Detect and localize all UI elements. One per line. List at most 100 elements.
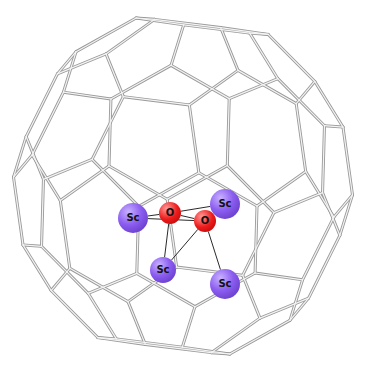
cage-bond-highlight xyxy=(63,92,110,99)
cage-bond-highlight xyxy=(92,159,139,206)
cage-bond-highlight xyxy=(250,33,269,34)
cage-bond-highlight xyxy=(26,74,57,137)
cage-bond xyxy=(255,206,257,273)
cage-bond xyxy=(98,338,117,339)
cage-bond-highlight xyxy=(211,318,260,353)
cage-bond-highlight xyxy=(63,52,76,93)
cage-bond-highlight xyxy=(334,195,353,217)
cage-bond-highlight xyxy=(303,217,334,280)
cage-bond xyxy=(343,127,353,195)
cage-bond-highlight xyxy=(296,104,306,172)
atom-label: Sc xyxy=(218,199,231,209)
cage-bond xyxy=(92,97,123,160)
bond-line xyxy=(171,229,197,260)
cage-bond-highlight xyxy=(221,28,238,71)
cage-bond xyxy=(23,245,42,246)
cage-bond xyxy=(221,28,238,71)
cage-bond-highlight xyxy=(227,99,229,166)
cage-bond-highlight xyxy=(274,193,323,213)
cage-bond-highlight xyxy=(14,137,27,178)
cage-bond-highlight xyxy=(109,99,111,166)
cage-bond-highlight xyxy=(260,298,309,318)
cage-bond xyxy=(296,104,306,172)
cage-bond-highlight xyxy=(106,54,123,97)
cage-bond xyxy=(227,99,229,166)
cage-bond xyxy=(60,166,109,201)
cage-bond xyxy=(106,54,123,97)
cage-bond xyxy=(111,65,171,99)
cage-bond-highlight xyxy=(268,34,315,81)
cage-bond xyxy=(76,18,136,52)
cage-bond xyxy=(184,25,250,33)
cage-bond-highlight xyxy=(98,338,145,345)
cage-bond-highlight xyxy=(14,177,24,245)
cage-bond-highlight xyxy=(145,344,211,352)
cage-bond-highlight xyxy=(323,193,340,236)
cage-bond xyxy=(290,280,303,321)
cage-bond xyxy=(43,159,92,179)
cage-bond-highlight xyxy=(184,25,250,33)
cage-bond xyxy=(109,99,111,166)
cage-bond-highlight xyxy=(230,320,290,354)
cage-bond xyxy=(243,275,260,318)
cage-bond xyxy=(109,166,167,199)
cage-bond-highlight xyxy=(255,273,302,280)
cage-bond xyxy=(26,137,43,180)
atom-label: O xyxy=(201,216,210,226)
cage-bond-highlight xyxy=(136,18,183,25)
cage-bond xyxy=(60,201,70,269)
cage-bond-highlight xyxy=(309,235,340,298)
cage-bond-highlight xyxy=(155,19,221,27)
cage-bond-highlight xyxy=(189,70,238,105)
cage-bond xyxy=(32,92,63,155)
cage-bond xyxy=(182,347,229,354)
cage-bond-highlight xyxy=(42,246,89,293)
bond-line xyxy=(181,215,195,218)
cage-bond xyxy=(274,193,323,213)
cage-bond xyxy=(260,298,309,318)
bond-line xyxy=(148,214,159,216)
cage-bond-highlight xyxy=(57,54,106,74)
cage-bond xyxy=(106,19,155,54)
cage-bond-highlight xyxy=(221,28,268,35)
bond-line xyxy=(208,231,220,269)
bond-line xyxy=(165,224,169,257)
cage-bond-highlight xyxy=(189,105,199,173)
cage-bond-highlight xyxy=(42,179,44,246)
cage-bond-highlight xyxy=(60,166,109,201)
cage-bond-highlight xyxy=(171,65,229,98)
cage-bond-highlight xyxy=(60,201,70,269)
cage-bond-highlight xyxy=(51,291,98,338)
cage-bond xyxy=(14,137,27,178)
cage-bond xyxy=(323,126,325,193)
cage-bond-highlight xyxy=(43,159,92,179)
cage-bond-highlight xyxy=(278,79,325,126)
cage-bond-highlight xyxy=(340,195,353,236)
cage-bond xyxy=(257,171,306,206)
scandium-atom: Sc xyxy=(118,203,148,233)
cage-bond-highlight xyxy=(111,65,171,99)
cage-bond xyxy=(323,193,340,236)
cage-bond xyxy=(136,18,183,25)
cage-bond xyxy=(243,213,274,276)
cage-bond xyxy=(189,70,238,105)
cage-bond xyxy=(230,320,290,354)
atom-label: Sc xyxy=(156,265,169,275)
cage-bond xyxy=(189,105,199,173)
atom-label: Sc xyxy=(218,279,231,289)
cage-bond-highlight xyxy=(109,166,167,199)
cage-bond-highlight xyxy=(98,338,117,339)
cage-bond-highlight xyxy=(343,127,353,195)
cage-bond xyxy=(14,177,24,245)
scandium-atom: Sc xyxy=(150,257,176,283)
cage-bond xyxy=(116,339,182,347)
cage-bond-highlight xyxy=(123,97,189,105)
cage-bond xyxy=(250,33,269,34)
cage-bond xyxy=(57,54,106,74)
cage-bond xyxy=(182,307,195,348)
cage-bond-highlight xyxy=(128,302,145,345)
cage-bond xyxy=(324,126,343,127)
cage-bond-highlight xyxy=(324,126,343,127)
